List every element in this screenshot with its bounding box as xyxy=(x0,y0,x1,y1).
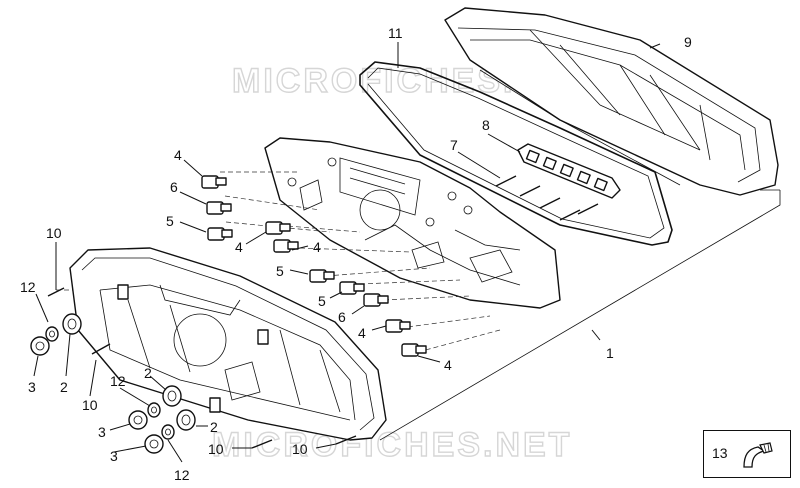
callout-4-b: 4 xyxy=(235,239,243,255)
callout-9: 9 xyxy=(684,34,692,50)
callout-2-a: 2 xyxy=(60,379,68,395)
button-strip xyxy=(517,143,621,199)
callout-5-c: 5 xyxy=(318,293,326,309)
callout-3-a: 3 xyxy=(28,379,36,395)
callout-10-a: 10 xyxy=(46,225,62,241)
callout-3-b: 3 xyxy=(98,424,106,440)
callout-3-c: 3 xyxy=(110,448,118,464)
callout-2-b: 2 xyxy=(144,365,152,381)
gasket xyxy=(359,61,673,246)
callout-6-b: 6 xyxy=(338,309,346,325)
callout-6-a: 6 xyxy=(170,179,178,195)
callout-12-b: 12 xyxy=(110,373,126,389)
callout-12-a: 12 xyxy=(20,279,36,295)
callout-4-e: 4 xyxy=(444,357,452,373)
callout-5-b: 5 xyxy=(276,263,284,279)
callout-10-b: 10 xyxy=(82,397,98,413)
cable-clip-icon xyxy=(743,442,773,468)
screws-7 xyxy=(495,175,599,221)
front-housing xyxy=(69,247,387,441)
callout-11: 11 xyxy=(388,25,403,41)
leader-lines xyxy=(33,42,661,463)
legend-number: 13 xyxy=(712,445,728,461)
callout-12-c: 12 xyxy=(174,467,190,483)
callout-2-c: 2 xyxy=(210,419,218,435)
circuit-board xyxy=(264,137,561,309)
callout-10-d: 10 xyxy=(292,441,308,457)
callout-7: 7 xyxy=(450,137,458,153)
callout-4-a: 4 xyxy=(174,147,182,163)
watermark-bottom: MICROFICHES.NET xyxy=(212,426,572,464)
callout-1: 1 xyxy=(606,345,614,361)
legend-item-13: 13 xyxy=(703,430,791,478)
callout-8: 8 xyxy=(482,117,490,133)
callout-numbers: 1 11 9 8 7 4 6 5 4 4 5 5 6 4 4 10 12 3 2… xyxy=(20,25,692,483)
callout-10-c: 10 xyxy=(208,441,224,457)
callout-4-c: 4 xyxy=(313,239,321,255)
callout-4-d: 4 xyxy=(358,325,366,341)
screws-10 xyxy=(47,287,357,449)
rear-cover xyxy=(444,7,779,196)
knobs-and-rings xyxy=(30,313,196,454)
callout-5-a: 5 xyxy=(166,213,174,229)
assembly-bracket xyxy=(379,189,781,441)
